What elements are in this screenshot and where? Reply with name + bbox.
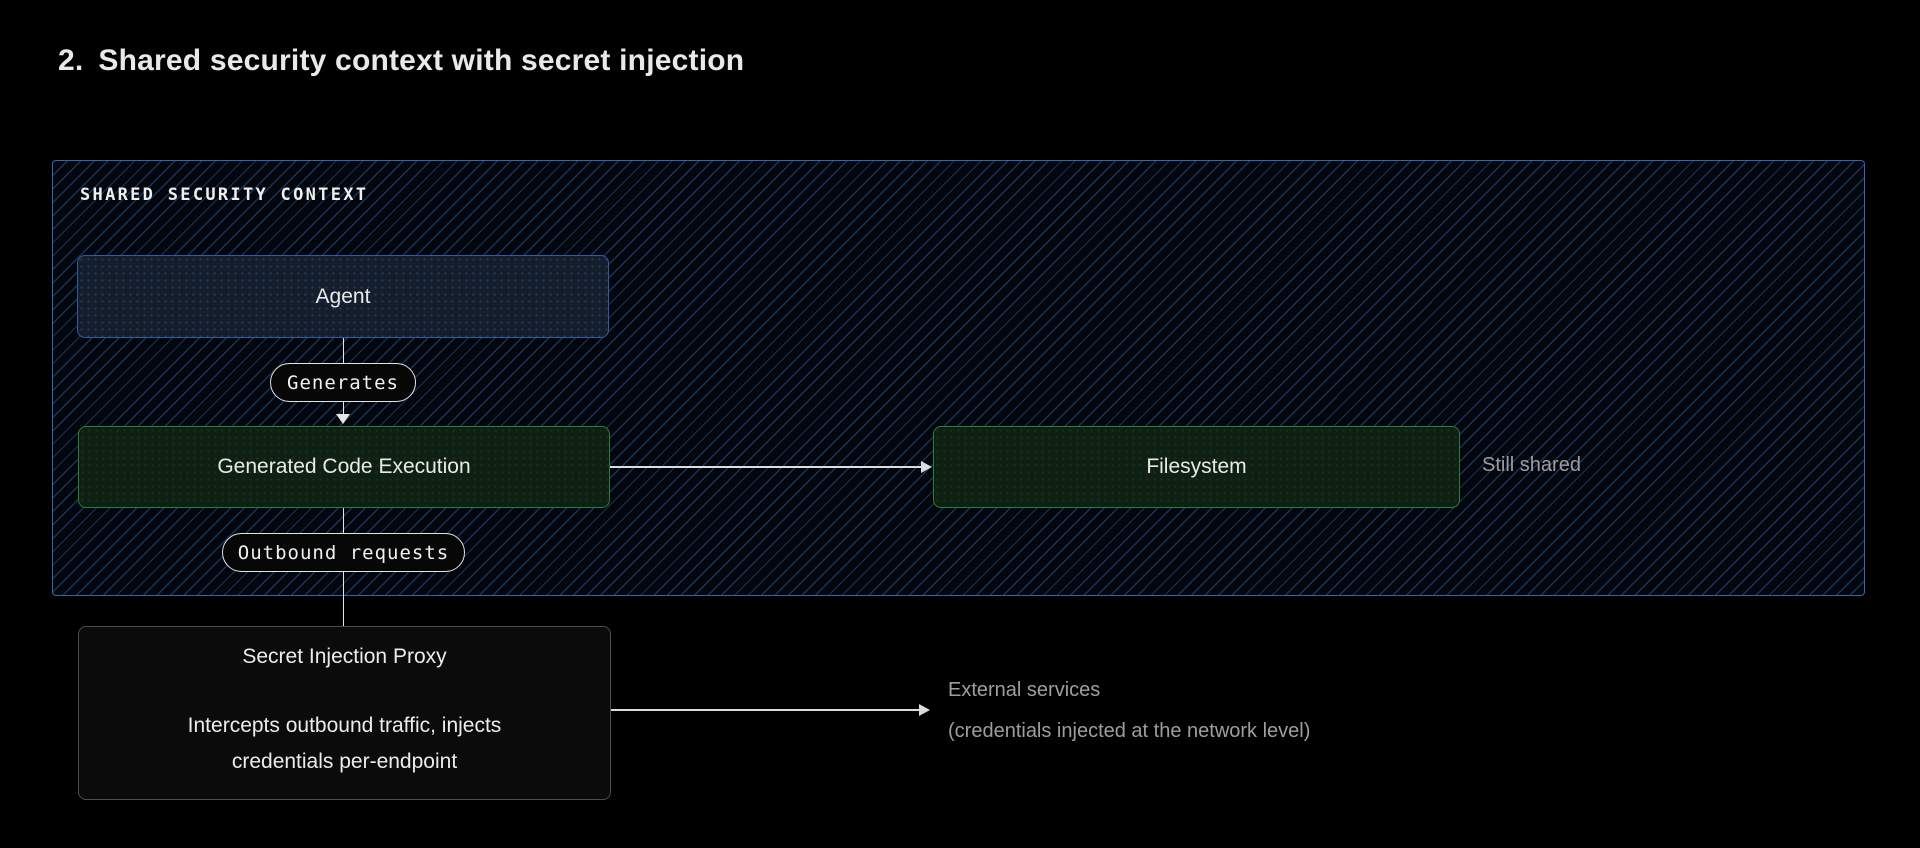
execution-to-filesystem-line xyxy=(610,466,922,468)
shared-security-context-box xyxy=(52,160,1865,596)
generates-edge-label: Generates xyxy=(270,363,416,402)
external-services-line2: (credentials injected at the network lev… xyxy=(948,720,1311,742)
filesystem-node: Filesystem xyxy=(933,426,1460,508)
outbound-requests-edge-label-text: Outbound requests xyxy=(237,541,450,564)
outbound-requests-edge-label: Outbound requests xyxy=(222,533,465,572)
generated-code-execution-label: Generated Code Execution xyxy=(217,455,471,478)
agent-to-execution-arrowhead-icon xyxy=(336,414,350,424)
proxy-to-external-line xyxy=(611,709,920,711)
secret-injection-proxy-node: Secret Injection Proxy Intercepts outbou… xyxy=(78,626,611,800)
external-services-annotation: External services (credentials injected … xyxy=(948,670,1310,752)
proxy-description-line1: Intercepts outbound traffic, injects xyxy=(187,714,502,737)
proxy-description-line2: credentials per-endpoint xyxy=(231,750,458,773)
external-services-line1: External services xyxy=(948,679,1101,701)
secret-injection-proxy-description: Intercepts outbound traffic, injects cre… xyxy=(79,708,610,780)
generates-edge-label-text: Generates xyxy=(287,371,399,394)
shared-security-context-label: SHARED SECURITY CONTEXT xyxy=(80,185,369,205)
generated-code-execution-node: Generated Code Execution xyxy=(78,426,610,508)
still-shared-annotation: Still shared xyxy=(1482,454,1581,476)
page-title-number: 2. xyxy=(58,44,84,77)
page-title: 2. Shared security context with secret i… xyxy=(58,44,744,78)
filesystem-node-label: Filesystem xyxy=(1146,455,1247,478)
proxy-to-external-arrowhead-icon xyxy=(919,704,930,716)
execution-to-filesystem-arrowhead-icon xyxy=(921,461,932,473)
agent-node-label: Agent xyxy=(315,284,371,308)
agent-node: Agent xyxy=(77,255,609,338)
page-title-text: Shared security context with secret inje… xyxy=(98,44,745,77)
secret-injection-proxy-title: Secret Injection Proxy xyxy=(242,645,447,668)
